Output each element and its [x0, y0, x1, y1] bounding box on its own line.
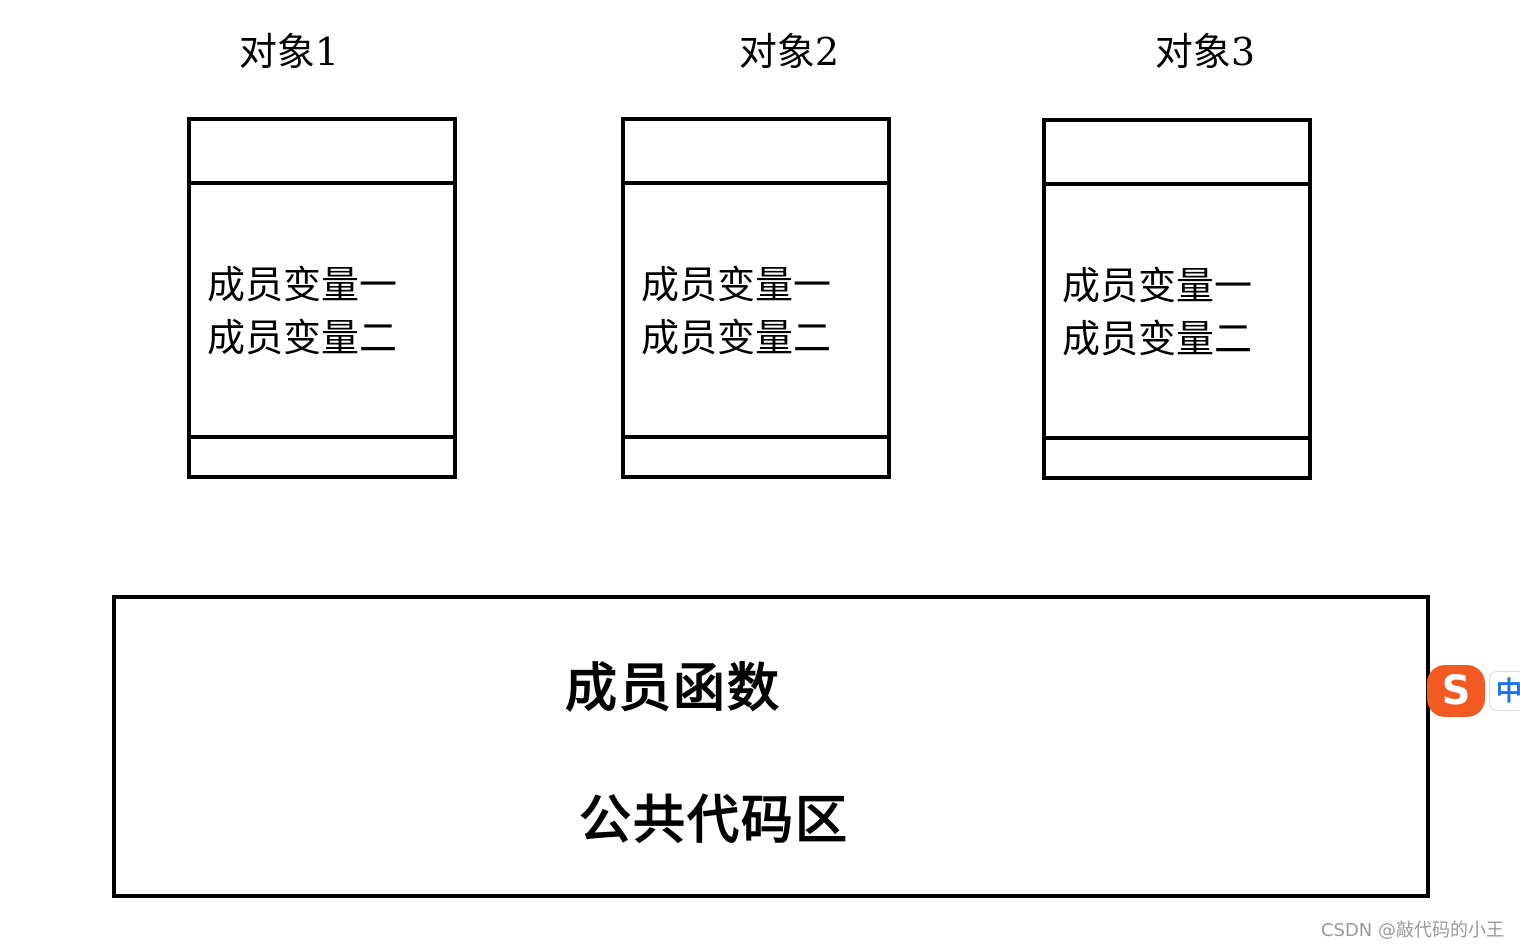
- object-2-bottom-divider: [621, 435, 891, 439]
- object-1-var-1: 成员变量一: [207, 263, 398, 307]
- object-3-top-divider: [1042, 182, 1312, 186]
- object-2-var-1: 成员变量一: [641, 263, 832, 307]
- watermark: CSDN @敲代码的小王: [1320, 920, 1504, 941]
- object-2-top-divider: [621, 181, 891, 185]
- object-2-member-vars: 成员变量一 成员变量二: [641, 259, 831, 365]
- object-3-box: 成员变量一 成员变量二: [1042, 118, 1312, 480]
- object-3-member-vars: 成员变量一 成员变量二: [1062, 260, 1252, 366]
- shared-code-area-box: 成员函数 公共代码区: [112, 595, 1430, 898]
- shared-code-area-label: 公共代码区: [579, 790, 850, 851]
- member-functions-label: 成员函数: [565, 658, 782, 719]
- object-3-bottom-divider: [1042, 436, 1312, 440]
- object-3-var-1: 成员变量一: [1062, 264, 1253, 308]
- object-1-box: 成员变量一 成员变量二: [187, 117, 457, 479]
- ime-mode-chinese[interactable]: 中: [1489, 671, 1520, 711]
- object-2-box: 成员变量一 成员变量二: [621, 117, 891, 479]
- object-1-bottom-divider: [187, 435, 457, 439]
- object-3-var-2: 成员变量二: [1062, 317, 1253, 361]
- object-2-var-2: 成员变量二: [641, 316, 832, 360]
- sogou-logo-icon[interactable]: S: [1427, 665, 1485, 717]
- object-1-var-2: 成员变量二: [207, 316, 398, 360]
- object-1-member-vars: 成员变量一 成员变量二: [207, 259, 397, 365]
- ime-toolbar[interactable]: S 中: [1427, 665, 1520, 717]
- object-2-title: 对象2: [738, 30, 840, 74]
- object-1-title: 对象1: [238, 30, 340, 74]
- object-3-title: 对象3: [1154, 30, 1256, 74]
- object-1-top-divider: [187, 181, 457, 185]
